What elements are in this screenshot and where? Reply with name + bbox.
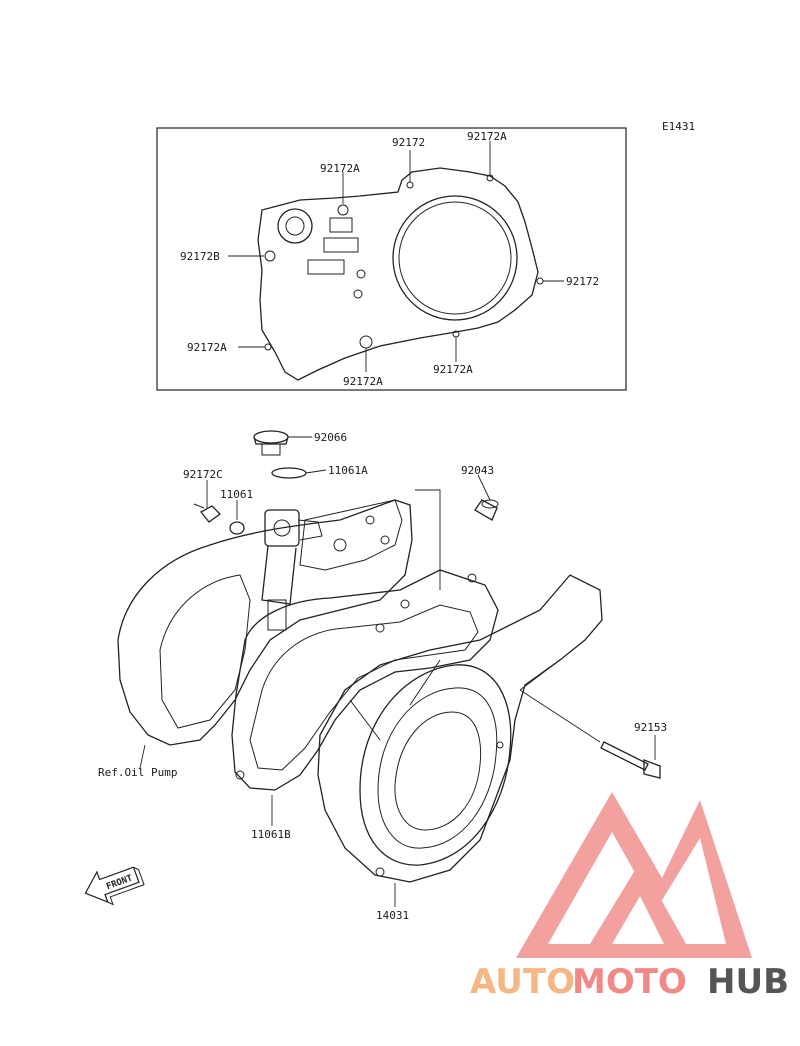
dowel-92043: [474, 499, 499, 521]
front-arrow-icon: FRONT: [84, 866, 145, 906]
inset-opening: [392, 195, 518, 321]
label-11061: 11061: [220, 488, 253, 501]
washer-11061: [229, 521, 245, 535]
label-92172a-top: 92172A: [467, 130, 507, 143]
label-92153: 92153: [634, 721, 667, 734]
plug-92066: [253, 430, 289, 456]
label-92172a-bottom: 92172A: [343, 375, 383, 388]
label-92172c: 92172C: [183, 468, 223, 481]
diagram-code: E1431: [662, 120, 695, 133]
inset-cover-outline: [257, 167, 539, 381]
label-11061b: 11061B: [251, 828, 291, 841]
label-92172b: 92172B: [180, 250, 220, 263]
logo-text-hub: HUB: [707, 962, 789, 1002]
inset-port: [277, 208, 313, 244]
label-92043: 92043: [461, 464, 494, 477]
label-ref-oil-pump: Ref.Oil Pump: [98, 766, 177, 779]
bolt-92153: [600, 741, 661, 779]
clutch-cover-14031: [317, 574, 603, 883]
oil-pump: [261, 509, 323, 631]
label-92172-top: 92172: [392, 136, 425, 149]
bolt-92172c: [193, 503, 221, 523]
gasket-11061b: [231, 569, 499, 791]
logo-text-moto: MOTO: [572, 962, 687, 1002]
crankcase-left: [117, 499, 413, 746]
label-14031: 14031: [376, 909, 409, 922]
label-92172-right: 92172: [566, 275, 599, 288]
inset-panel: 92172 92172A 92172A 92172B 92172 92172A …: [156, 127, 627, 391]
label-92172a-bottom-right: 92172A: [433, 363, 473, 376]
label-92172a-lower-left: 92172A: [187, 341, 227, 354]
logo-triangle-icon: [516, 792, 752, 958]
logo-text-auto: AUTO: [470, 962, 575, 1002]
watermark-logo: AUTO MOTO HUB: [470, 792, 789, 1002]
exploded-view: 92066 11061A 92043 92172C 11061 Ref.Oil …: [84, 430, 667, 922]
label-11061a: 11061A: [328, 464, 368, 477]
ring-11061a: [271, 467, 307, 479]
label-92066: 92066: [314, 431, 347, 444]
label-92172a-mid: 92172A: [320, 162, 360, 175]
